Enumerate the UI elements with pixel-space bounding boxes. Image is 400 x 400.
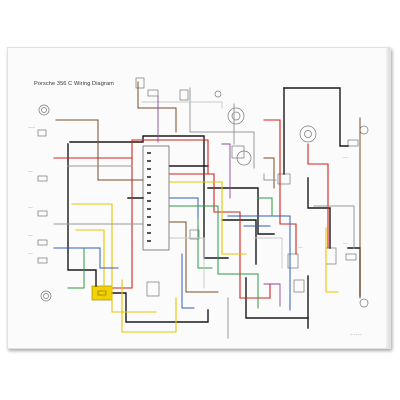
coil [293, 279, 305, 293]
light-switch [179, 89, 189, 101]
wire-green [67, 197, 273, 309]
svg-text:——: —— [28, 252, 33, 255]
wiring-diagram-poster: ——— —— —— —— —— —— —— —— Porsche 356 C W… [7, 47, 391, 349]
dimmer-switch [147, 89, 159, 97]
fog-lamp-left [37, 210, 48, 217]
svg-text:——: —— [28, 206, 33, 209]
headlight-left-upper [38, 104, 50, 116]
battery [91, 285, 113, 301]
wire-gray [53, 87, 355, 339]
headlight-left-lower [40, 290, 52, 302]
wiper-motor [231, 145, 245, 159]
gauge-tachometer-inner [231, 111, 241, 121]
voltage-regulator [287, 253, 299, 269]
svg-text:———: ——— [28, 126, 36, 129]
generator [325, 247, 337, 265]
wire-blue [53, 197, 291, 311]
wire-violet [157, 95, 281, 307]
svg-text:——: —— [28, 170, 33, 173]
wire-yellow [71, 181, 339, 333]
turn-signal-left [37, 175, 48, 182]
svg-text:——: —— [28, 234, 33, 237]
warning-lamp [214, 90, 222, 98]
artist-signature: ~·~~~~ [350, 333, 362, 336]
component-labels: ——— —— —— —— —— —— —— —— [28, 126, 348, 255]
component-group [37, 77, 369, 308]
headlight-left-upper-inner [41, 107, 47, 113]
wire-brown [55, 81, 361, 299]
license-lamp [347, 139, 359, 147]
headlight-left-lower-inner [43, 293, 49, 299]
wiring-diagram: ——— —— —— —— —— —— —— —— [28, 77, 369, 339]
wire-red [53, 119, 329, 299]
gauge-tachometer [227, 107, 245, 125]
gauge-oil [299, 125, 317, 143]
svg-text:——: —— [343, 156, 348, 159]
relay-center [189, 229, 200, 240]
ignition-switch [135, 77, 145, 89]
fuse-box [142, 145, 170, 251]
svg-text:——: —— [298, 246, 303, 249]
wire-white [141, 101, 283, 289]
battery-terminal [97, 290, 107, 296]
poster-edge [386, 48, 390, 348]
horn-left [37, 129, 47, 137]
svg-text:——: —— [343, 242, 348, 245]
wire-black [67, 87, 361, 329]
horn-relay [37, 257, 48, 264]
parking-lamp-left [37, 239, 48, 246]
tail-lamp-right-upper [359, 125, 369, 135]
brake-lamp-right [345, 253, 357, 261]
diagram-title: Porsche 356 C Wiring Diagram [34, 81, 114, 87]
flasher-unit [146, 281, 160, 297]
tail-lamp-right-lower [359, 298, 369, 308]
gauge-oil-inner [304, 130, 312, 138]
fuse-terminals [147, 152, 151, 242]
